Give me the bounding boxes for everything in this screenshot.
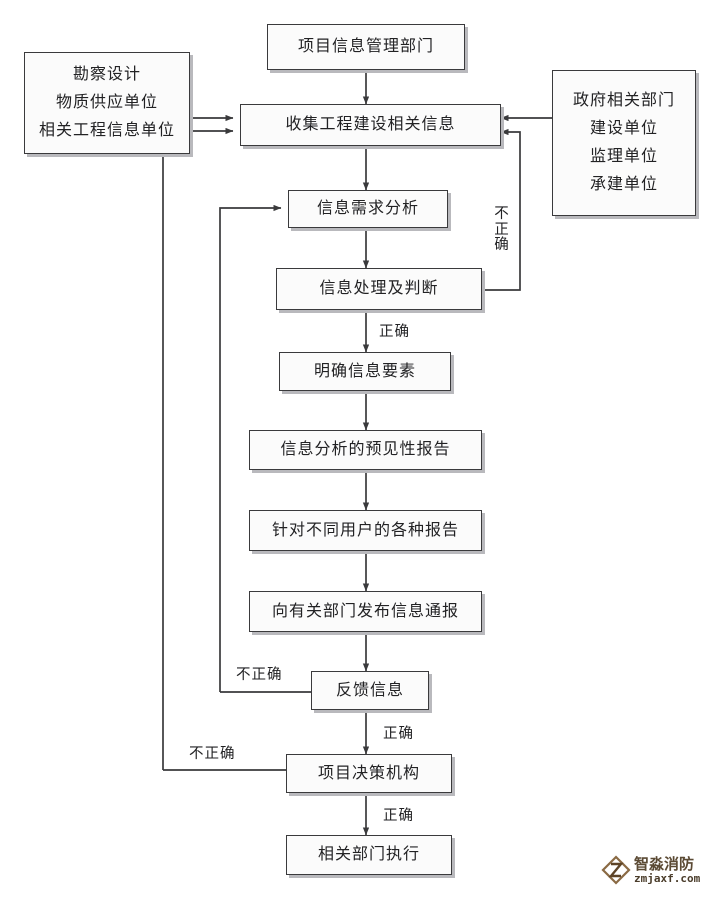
node-line: 针对不同用户的各种报告 bbox=[271, 521, 459, 539]
node-publish-bulletin[interactable]: 向有关部门发布信息通报 bbox=[249, 591, 482, 632]
node-line: 信息分析的预见性报告 bbox=[280, 441, 451, 458]
node-line: 物质供应单位 bbox=[55, 94, 158, 111]
node-line: 明确信息要素 bbox=[313, 362, 416, 380]
edge-label-feedback-correct: 正确 bbox=[383, 726, 414, 742]
edge-label-feedback-incorrect: 不正确 bbox=[236, 667, 283, 683]
node-line: 承建单位 bbox=[589, 176, 658, 193]
watermark-url: zmjaxf.com bbox=[634, 871, 701, 885]
edge-label-decision-correct: 正确 bbox=[383, 808, 414, 824]
node-forecast-report[interactable]: 信息分析的预见性报告 bbox=[249, 430, 482, 470]
node-demand-analysis[interactable]: 信息需求分析 bbox=[288, 190, 448, 228]
edge-label-process-correct: 正确 bbox=[379, 324, 410, 340]
node-line: 项目决策机构 bbox=[317, 764, 420, 782]
node-line: 监理单位 bbox=[589, 148, 658, 165]
watermark-brand: 智淼消防 bbox=[634, 855, 695, 873]
node-line: 反馈信息 bbox=[335, 681, 404, 699]
watermark: 智淼消防 zmjaxf.com bbox=[601, 855, 700, 885]
edge-label-decision-incorrect: 不正确 bbox=[189, 746, 236, 762]
node-line: 信息需求分析 bbox=[316, 200, 419, 217]
node-line: 政府相关部门 bbox=[572, 92, 675, 109]
node-line: 建设单位 bbox=[589, 120, 658, 137]
node-line: 勘察设计 bbox=[72, 66, 141, 83]
node-line: 信息处理及判断 bbox=[319, 280, 439, 297]
line-decision-to-collect bbox=[162, 127, 234, 770]
node-line: 相关工程信息单位 bbox=[38, 122, 175, 139]
node-process-and-judge[interactable]: 信息处理及判断 bbox=[276, 268, 482, 310]
node-clarify-elements[interactable]: 明确信息要素 bbox=[279, 352, 451, 391]
edge-label-process-incorrect: 不正确 bbox=[494, 206, 510, 254]
node-line: 收集工程建设相关信息 bbox=[285, 116, 456, 133]
node-execute-dept[interactable]: 相关部门执行 bbox=[286, 835, 452, 875]
node-info-management-dept[interactable]: 项目信息管理部门 bbox=[267, 24, 465, 70]
node-collect-info[interactable]: 收集工程建设相关信息 bbox=[240, 104, 501, 146]
watermark-text: 智淼消防 zmjaxf.com bbox=[634, 857, 700, 884]
node-line: 相关部门执行 bbox=[317, 846, 420, 863]
node-line: 向有关部门发布信息通报 bbox=[271, 602, 459, 620]
node-decision-body[interactable]: 项目决策机构 bbox=[286, 754, 452, 793]
node-feedback-info[interactable]: 反馈信息 bbox=[311, 671, 429, 710]
node-user-reports[interactable]: 针对不同用户的各种报告 bbox=[249, 510, 482, 551]
node-line: 项目信息管理部门 bbox=[297, 38, 434, 55]
brand-diamond-icon bbox=[601, 855, 631, 885]
node-sources-right[interactable]: 政府相关部门 建设单位 监理单位 承建单位 bbox=[552, 70, 696, 216]
node-sources-left[interactable]: 勘察设计 物质供应单位 相关工程信息单位 bbox=[24, 52, 190, 154]
